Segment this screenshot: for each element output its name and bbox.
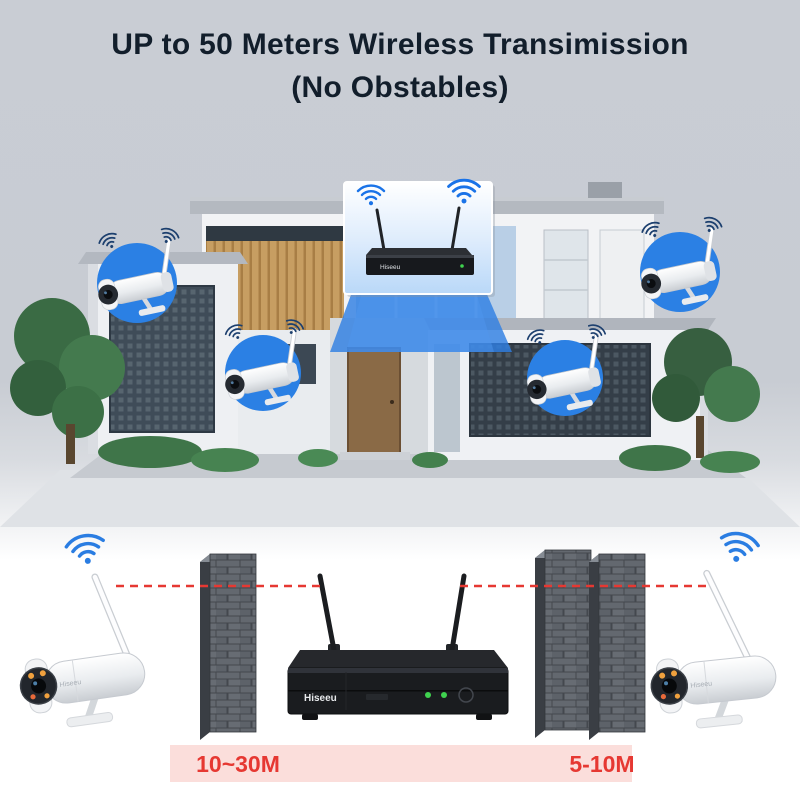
status-led xyxy=(425,692,431,698)
wifi-icon xyxy=(715,528,762,568)
brand-logo: Hiseeu xyxy=(380,264,401,271)
nvr-inset: Hiseeu xyxy=(343,178,495,297)
nvr-antenna-right xyxy=(449,573,467,653)
camera-callout-3 xyxy=(519,321,611,418)
nvr-antenna-left xyxy=(375,208,386,252)
nvr-antenna-right xyxy=(450,206,461,252)
upper-window-2 xyxy=(599,229,645,323)
brand-logo: Hiseeu xyxy=(304,693,337,704)
brick-wall-2 xyxy=(535,549,592,738)
right-camera: Hiseeu xyxy=(650,569,777,729)
rooftop-unit xyxy=(588,182,622,198)
distance-label-right: 5-10M xyxy=(569,751,635,777)
nvr-antenna-left xyxy=(317,573,337,653)
title-line-1: UP to 50 Meters Wireless Transimission xyxy=(111,28,689,61)
distance-label-left: 10~30M xyxy=(196,751,280,777)
status-led xyxy=(441,692,447,698)
ir-receiver xyxy=(458,687,474,703)
trees-and-bushes xyxy=(10,298,760,473)
camera-callout-2 xyxy=(217,316,309,413)
status-led xyxy=(460,264,464,268)
left-camera: Hiseeu xyxy=(19,573,146,728)
camera-callout-4 xyxy=(633,214,727,313)
brand-logo: Hiseeu xyxy=(690,680,713,689)
camera-callout-1 xyxy=(90,225,184,324)
brand-logo: Hiseeu xyxy=(59,679,82,689)
transmission-beam xyxy=(330,292,512,352)
page-title: UP to 50 Meters Wireless Transimission (… xyxy=(0,24,800,109)
upper-window-1 xyxy=(543,229,589,323)
wifi-icon xyxy=(63,530,109,569)
distance-band xyxy=(170,745,632,782)
brick-wall-3 xyxy=(589,553,646,740)
brick-wall-1 xyxy=(200,553,257,740)
nvr-inset-device xyxy=(366,255,474,275)
title-line-2: (No Obstables) xyxy=(291,70,509,104)
nvr-device: Hiseeu xyxy=(287,573,509,720)
